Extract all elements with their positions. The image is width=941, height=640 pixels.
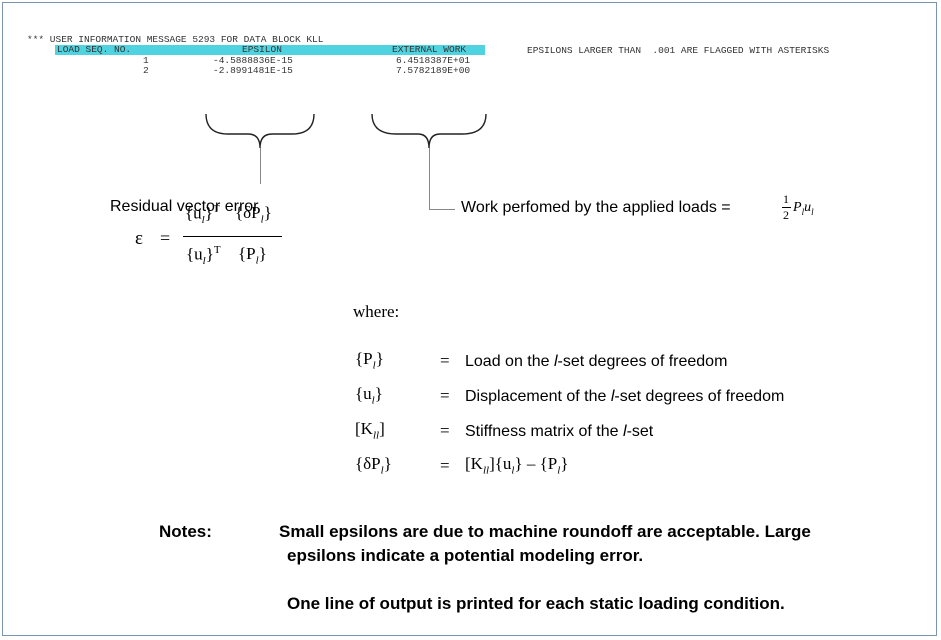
col-external-work: EXTERNAL WORK <box>392 44 467 55</box>
epsilon-brace-icon <box>205 113 315 149</box>
numerator-right: {δPl} <box>235 203 272 226</box>
epsilon-symbol: ε <box>135 228 143 249</box>
def-desc-u: Displacement of the l-set degrees of fre… <box>465 388 785 405</box>
where-label: where: <box>353 302 400 321</box>
work-brace-icon <box>371 113 487 149</box>
def-symbol-dp: {δPl} <box>355 454 392 477</box>
def-desc-k: Stiffness matrix of the l-set <box>465 423 654 440</box>
denominator-right: {Pl} <box>238 244 267 267</box>
notes-line-1: Small epsilons are due to machine roundo… <box>279 522 811 541</box>
def-symbol-p: {Pl} <box>355 349 384 372</box>
row-1-work: 6.4518387E+01 <box>396 55 471 66</box>
work-label: Work perfomed by the applied loads = <box>461 199 731 216</box>
col-load-seq: LOAD SEQ. NO. <box>57 44 132 55</box>
notes-line-3: One line of output is printed for each s… <box>287 594 785 613</box>
row-2-seq: 2 <box>143 65 149 76</box>
def-equals-p: = <box>440 351 450 370</box>
def-symbol-k: [Kll] <box>355 419 385 442</box>
half-fraction-bar <box>782 207 791 208</box>
def-equals-u: = <box>440 386 450 405</box>
notes-label: Notes: <box>159 522 212 541</box>
output-column-header-bar <box>55 45 485 55</box>
half-denominator: 2 <box>783 208 789 222</box>
epsilon-connector-line <box>260 148 261 184</box>
row-1-epsilon: -4.5888836E-15 <box>213 55 293 66</box>
row-1-seq: 1 <box>143 55 149 66</box>
flag-note: EPSILONS LARGER THAN .001 ARE FLAGGED WI… <box>527 45 830 56</box>
half-numerator: 1 <box>783 192 789 206</box>
output-header-line: *** USER INFORMATION MESSAGE 5293 FOR DA… <box>27 34 324 45</box>
work-expression: Plul <box>793 200 814 217</box>
numerator-left: {ul}T <box>185 203 220 227</box>
work-connector-tick <box>429 209 455 210</box>
def-expr-dp: [Kll]{ul} – {Pl} <box>465 454 569 477</box>
row-2-epsilon: -2.8991481E-15 <box>213 65 293 76</box>
def-equals-dp: = <box>440 456 450 475</box>
denominator-left: {ul}T <box>186 244 221 268</box>
def-desc-p: Load on the l-set degrees of freedom <box>465 353 728 370</box>
epsilon-equals: = <box>160 228 171 248</box>
notes-line-2: epsilons indicate a potential modeling e… <box>287 546 644 565</box>
residual-label: Residual vector error <box>110 198 259 215</box>
def-symbol-u: {ul} <box>355 384 383 407</box>
def-equals-k: = <box>440 421 450 440</box>
row-2-work: 7.5782189E+00 <box>396 65 471 76</box>
work-connector-line <box>429 148 430 209</box>
epsilon-fraction-bar <box>183 236 282 237</box>
col-epsilon: EPSILON <box>242 44 282 55</box>
